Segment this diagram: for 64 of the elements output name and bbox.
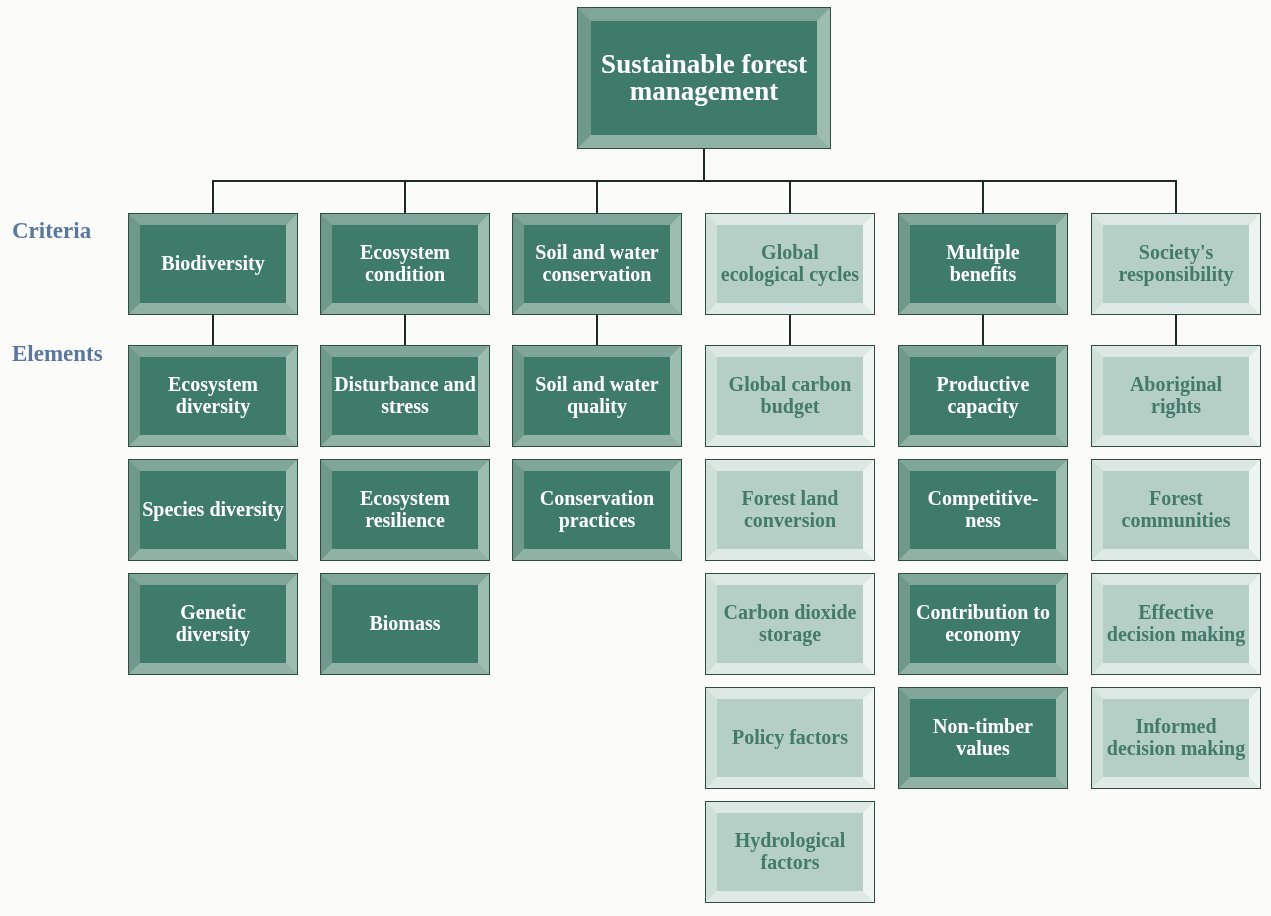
criterion-box xyxy=(513,214,681,314)
box-label: Non-timber values xyxy=(932,716,1034,760)
box-label: Society's responsibility xyxy=(1117,242,1235,286)
connector-line xyxy=(1175,313,1177,347)
box-label: Ecosystem resilience xyxy=(359,488,451,532)
box-label: Soil and water quality xyxy=(534,374,660,418)
connector-line xyxy=(789,313,791,347)
box-label: Hydrological factors xyxy=(733,830,847,874)
box-label: Aboriginal rights xyxy=(1128,374,1224,418)
element-box xyxy=(899,574,1067,674)
connector-line xyxy=(212,313,214,347)
box-label: Ecosystem diversity xyxy=(167,374,259,418)
element-box xyxy=(1092,460,1260,560)
box-label: Global ecological cycles xyxy=(719,242,861,286)
element-box xyxy=(321,346,489,446)
connector-line xyxy=(404,313,406,347)
element-box xyxy=(706,346,874,446)
element-box xyxy=(321,574,489,674)
box-label: Global carbon budget xyxy=(727,374,853,418)
box-label: Forest communities xyxy=(1120,488,1232,532)
box-label: Productive capacity xyxy=(935,374,1031,418)
box-label: Contribution to economy xyxy=(915,602,1051,646)
box-label: Forest land conversion xyxy=(740,488,840,532)
box-label: Policy factors xyxy=(731,727,849,749)
connector-line xyxy=(596,313,598,347)
element-box xyxy=(1092,346,1260,446)
box-label: Conservation practices xyxy=(538,488,656,532)
box-label: Biomass xyxy=(369,613,441,635)
box-label: Carbon dioxide storage xyxy=(722,602,858,646)
box-label: Competitive-ness xyxy=(926,488,1040,532)
row-heading: Elements xyxy=(12,341,103,367)
element-box xyxy=(129,574,297,674)
criterion-box xyxy=(129,214,297,314)
row-heading: Criteria xyxy=(12,218,92,244)
element-box xyxy=(1092,688,1260,788)
element-box xyxy=(706,802,874,902)
element-box xyxy=(321,460,489,560)
box-label: Multiple benefits xyxy=(945,242,1021,286)
criterion-box xyxy=(1092,214,1260,314)
box-label: Sustainable forest management xyxy=(600,51,808,105)
element-box xyxy=(513,460,681,560)
box-label: Biodiversity xyxy=(161,253,265,275)
box-label: Effective decision making xyxy=(1105,602,1247,646)
element-box xyxy=(129,460,297,560)
connector-line xyxy=(982,313,984,347)
criterion-box xyxy=(321,214,489,314)
box-label: Disturbance and stress xyxy=(334,374,476,418)
element-box xyxy=(899,460,1067,560)
element-box xyxy=(706,688,874,788)
box-label: Soil and water conservation xyxy=(534,242,660,286)
element-box xyxy=(899,346,1067,446)
element-box xyxy=(513,346,681,446)
box-label: Species diversity xyxy=(142,499,284,521)
box-label: Informed decision making xyxy=(1105,716,1247,760)
element-box xyxy=(1092,574,1260,674)
element-box xyxy=(129,346,297,446)
element-box xyxy=(899,688,1067,788)
box-label: Genetic diversity xyxy=(174,602,252,646)
box-label: Ecosystem condition xyxy=(359,242,451,286)
goal-box xyxy=(578,8,830,148)
criterion-box xyxy=(899,214,1067,314)
criterion-box xyxy=(706,214,874,314)
element-box xyxy=(706,574,874,674)
element-box xyxy=(706,460,874,560)
